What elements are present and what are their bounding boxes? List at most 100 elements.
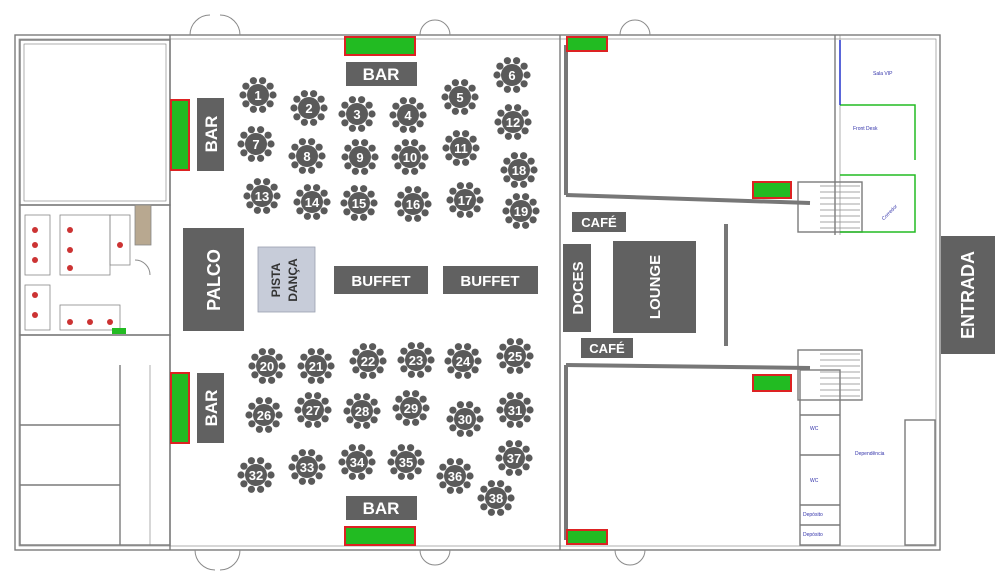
stairs xyxy=(820,185,860,397)
chair xyxy=(249,77,257,85)
chair xyxy=(400,365,408,373)
chair xyxy=(343,208,351,216)
chair xyxy=(472,144,480,152)
chair xyxy=(446,486,454,494)
table-20: 20 xyxy=(248,348,286,384)
chair xyxy=(340,199,348,207)
chair xyxy=(520,80,528,88)
table-top xyxy=(296,145,318,167)
chair xyxy=(313,212,321,220)
table-number: 17 xyxy=(458,193,472,208)
table-number: 16 xyxy=(406,197,420,212)
table-31: 31 xyxy=(496,392,534,428)
chair xyxy=(247,154,255,162)
chair xyxy=(267,140,275,148)
chair xyxy=(298,166,306,174)
table-17: 17 xyxy=(446,182,484,218)
chair xyxy=(320,104,328,112)
table-11: 11 xyxy=(442,130,480,166)
chair xyxy=(507,494,515,502)
chair xyxy=(499,415,507,423)
chair xyxy=(348,124,356,132)
chair xyxy=(522,221,530,229)
chair xyxy=(500,166,508,174)
table-number: 38 xyxy=(489,491,503,506)
chair xyxy=(414,186,422,194)
chair xyxy=(416,120,424,128)
table-top xyxy=(454,189,476,211)
partitions xyxy=(564,45,811,540)
chair xyxy=(404,214,412,222)
chair xyxy=(239,91,247,99)
chair xyxy=(456,182,464,190)
chair xyxy=(338,110,346,118)
table-top xyxy=(251,185,273,207)
chair xyxy=(258,376,266,384)
chair xyxy=(442,144,450,152)
chair xyxy=(418,162,426,170)
chair xyxy=(424,365,432,373)
table-number: 24 xyxy=(456,354,471,369)
table-number: 37 xyxy=(507,451,521,466)
chair xyxy=(523,343,531,351)
table-5: 5 xyxy=(441,79,479,115)
chair xyxy=(275,371,283,379)
table-28: 28 xyxy=(343,393,381,429)
chair xyxy=(516,420,524,428)
chair xyxy=(361,139,369,147)
chair xyxy=(367,190,375,198)
table-25: 25 xyxy=(496,338,534,374)
chair xyxy=(368,110,376,118)
chair xyxy=(389,111,397,119)
chair xyxy=(525,454,533,462)
table-top xyxy=(346,451,368,473)
chair xyxy=(497,109,505,117)
chair xyxy=(503,157,511,165)
table-top xyxy=(349,146,371,168)
chair xyxy=(365,449,373,457)
table-4: 4 xyxy=(389,97,427,133)
chair xyxy=(368,458,376,466)
chair xyxy=(367,208,375,216)
table-number: 33 xyxy=(300,460,314,475)
chair xyxy=(360,185,368,193)
bar-left-top-label: BAR xyxy=(202,116,221,153)
chair xyxy=(288,463,296,471)
table-number: 4 xyxy=(404,108,412,123)
chair xyxy=(417,342,425,350)
chair xyxy=(308,449,316,457)
chair xyxy=(288,152,296,160)
chair xyxy=(264,149,272,157)
chair xyxy=(263,178,271,186)
chair xyxy=(439,481,447,489)
chair xyxy=(298,138,306,146)
chair xyxy=(412,390,420,398)
chair xyxy=(444,84,452,92)
chair xyxy=(456,458,464,466)
chair xyxy=(427,356,435,364)
table-top xyxy=(399,146,421,168)
table-number: 14 xyxy=(305,195,320,210)
chair xyxy=(259,105,267,113)
table-top xyxy=(444,465,466,487)
chair xyxy=(461,107,469,115)
chair xyxy=(267,471,275,479)
chair xyxy=(358,472,366,480)
chair xyxy=(514,132,522,140)
chair xyxy=(394,162,402,170)
chair xyxy=(499,343,507,351)
chair xyxy=(463,463,471,471)
chair xyxy=(365,119,373,127)
table-top xyxy=(245,464,267,486)
svg-text:Dependência: Dependência xyxy=(855,451,885,457)
cafe-bottom-label: CAFÉ xyxy=(589,341,625,356)
chair xyxy=(303,184,311,192)
chair xyxy=(505,440,513,448)
chair xyxy=(300,118,308,126)
table-top xyxy=(400,397,422,419)
chair xyxy=(400,347,408,355)
chair xyxy=(300,353,308,361)
chair xyxy=(317,348,325,356)
chair xyxy=(401,167,409,175)
chair xyxy=(369,343,377,351)
